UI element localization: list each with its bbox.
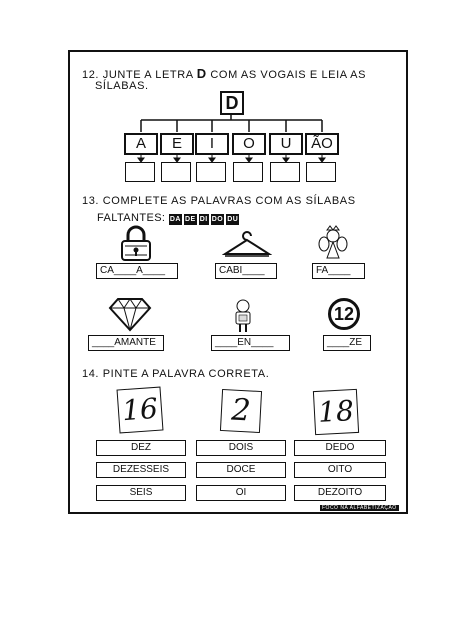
option-oito[interactable]: OITO [294,462,386,478]
q12-line1: 12. JUNTE A LETRA D COM AS VOGAIS E LEIA… [82,66,367,81]
syllable-tile-di: DI [198,214,209,225]
answer-box-4[interactable] [233,162,263,182]
option-dez[interactable]: DEZ [96,440,186,456]
vowel-box-a: A [124,133,158,155]
option-dois[interactable]: DOIS [196,440,286,456]
answer-box-6[interactable] [306,162,336,182]
number-card-2: 2 [219,388,263,434]
word-box-cadeado[interactable]: CA____A____ [96,263,178,279]
option-dedo[interactable]: DEDO [294,440,386,456]
vowel-box-o: O [232,133,266,155]
student-picture [235,299,251,332]
answer-box-3[interactable] [196,162,226,182]
q14-line1: 14. PINTE A PALAVRA CORRETA. [82,368,270,380]
word-box-cabide[interactable]: CABI____ [215,263,277,279]
word-box-doze[interactable]: ____ZE [323,335,371,351]
vowel-box-e: E [160,133,194,155]
syllable-tile-de: DE [183,214,197,225]
hanger-picture [222,231,272,257]
word-box-fada[interactable]: FA____ [312,263,365,279]
diamond-picture [108,298,152,332]
option-doce[interactable]: DOCE [196,462,286,478]
syllable-tile-do: DO [210,214,225,225]
number-card-16: 16 [116,386,164,434]
syllable-tile-du: DU [226,214,240,225]
answer-box-5[interactable] [270,162,300,182]
padlock-picture [121,225,151,261]
vowel-box-u: U [269,133,303,155]
fairy-picture [318,225,348,259]
option-dezesseis[interactable]: DEZESSEIS [96,462,186,478]
syllable-tile-da: DA [168,214,182,225]
credit-label: FOCO NA ALFABETIZAÇÃO [320,505,399,511]
worksheet-frame [68,50,408,514]
number-card-18: 18 [312,388,360,436]
number-12-picture: 12 [328,298,360,330]
vowel-box-ao: ÃO [305,133,339,155]
option-dezoito[interactable]: DEZOITO [294,485,386,501]
q12-letter: D [196,66,207,81]
vowel-box-i: I [195,133,229,155]
answer-box-2[interactable] [161,162,191,182]
word-box-estudante[interactable]: ____EN____ [211,335,290,351]
option-oi[interactable]: OI [196,485,286,501]
option-seis[interactable]: SEIS [96,485,186,501]
q13-line1: 13. COMPLETE AS PALAVRAS COM AS SÍLABAS [82,195,356,207]
answer-box-1[interactable] [125,162,155,182]
letter-d-box: D [220,91,244,115]
word-box-diamante[interactable]: ____AMANTE [88,335,164,351]
q12-line2: SÍLABAS. [95,80,149,92]
